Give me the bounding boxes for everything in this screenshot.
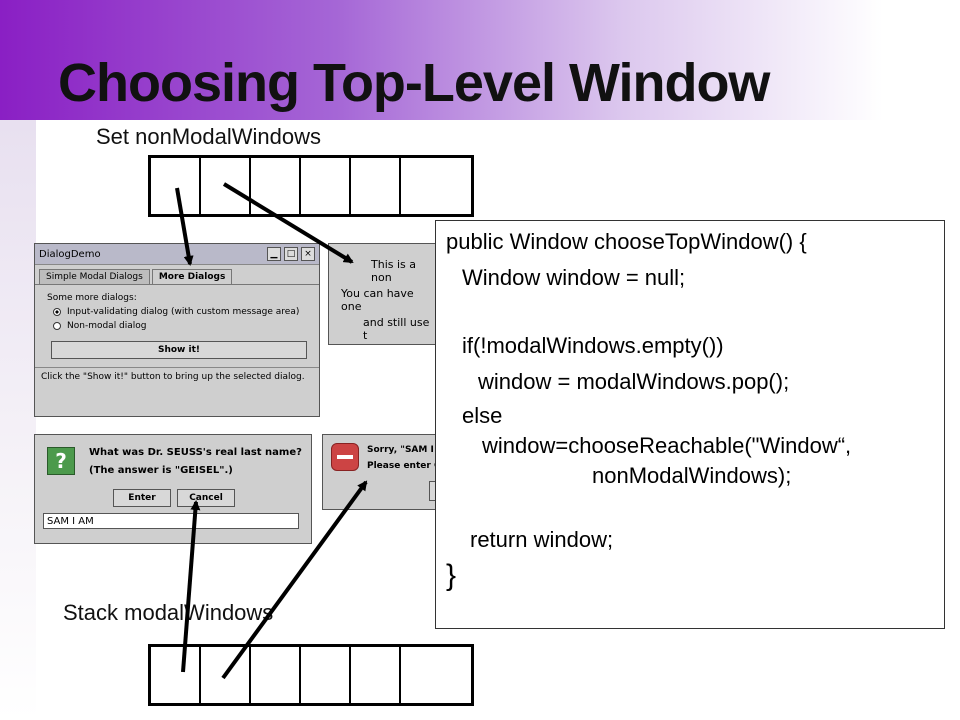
set-cell <box>201 158 251 214</box>
code-line: nonModalWindows); <box>592 463 792 488</box>
slide-title: Choosing Top-Level Window <box>58 53 770 113</box>
set-label: Set nonModalWindows <box>96 124 322 149</box>
stack-label: Stack modalWindows <box>63 600 274 625</box>
left-band <box>0 120 36 720</box>
maximize-icon[interactable]: □ <box>284 247 298 261</box>
set-cell <box>251 158 301 214</box>
set-cell <box>151 158 201 214</box>
show-it-button[interactable]: Show it! <box>51 341 307 359</box>
minimize-icon[interactable]: ▁ <box>267 247 281 261</box>
question-icon: ? <box>47 447 75 475</box>
tab-simple-modal-dialogs[interactable]: Simple Modal Dialogs <box>39 269 150 284</box>
sorry-line2: Please enter G <box>367 461 440 471</box>
stack-cell <box>301 647 351 703</box>
seuss-dialog: ? What was Dr. SEUSS's real last name? (… <box>34 434 312 544</box>
set-cell <box>351 158 401 214</box>
code-line: window = modalWindows.pop(); <box>478 369 790 394</box>
close-icon[interactable]: × <box>301 247 315 261</box>
tab-more-dialogs[interactable]: More Dialogs <box>151 269 233 284</box>
nonmodal-line: You can have one <box>341 287 414 313</box>
radio-icon[interactable] <box>53 322 61 330</box>
arrow-set-to-dialogdemo <box>175 187 194 266</box>
stack-modal-windows <box>148 644 474 706</box>
stack-cell <box>351 647 401 703</box>
code-line: else <box>462 403 503 428</box>
sorry-line1: Sorry, "SAM I A <box>367 445 440 455</box>
option-input-validating[interactable]: Input-validating dialog (with custom mes… <box>53 307 301 317</box>
dialog-demo-panel: Some more dialogs: Input-validating dial… <box>35 284 319 367</box>
option-label: Input-validating dialog (with custom mes… <box>67 307 300 317</box>
code-line: window=chooseReachable("Window“, <box>482 433 852 458</box>
set-nonmodal-windows <box>148 155 474 217</box>
stack-cell <box>201 647 251 703</box>
stack-cell <box>251 647 301 703</box>
dialog-status: Click the "Show it!" button to bring up … <box>35 367 319 386</box>
code-line: Window window = null; <box>462 265 686 290</box>
answer-input[interactable]: SAM I AM <box>43 513 299 529</box>
enter-button[interactable]: Enter <box>113 489 171 507</box>
arrow-stack-to-sorry <box>221 480 368 680</box>
dialog-demo-title: DialogDemo <box>39 248 101 260</box>
sorry-dialog: Sorry, "SAM I A Please enter G <box>322 434 440 510</box>
dialog-demo-window: DialogDemo ▁ □ × Simple Modal Dialogs Mo… <box>34 243 320 417</box>
seuss-question: What was Dr. SEUSS's real last name? <box>89 447 302 458</box>
code-line: if(!modalWindows.empty()) <box>462 333 724 358</box>
arrow-stack-to-seuss <box>181 500 201 673</box>
code-line: } <box>446 559 457 592</box>
stack-cell <box>151 647 201 703</box>
set-cell <box>301 158 351 214</box>
dialog-demo-tabs: Simple Modal Dialogs More Dialogs <box>35 265 319 284</box>
option-non-modal[interactable]: Non-modal dialog <box>53 321 301 331</box>
code-box: public Window chooseTopWindow() { Window… <box>435 220 945 629</box>
dialog-demo-titlebar: DialogDemo ▁ □ × <box>35 244 319 265</box>
option-label: Non-modal dialog <box>67 321 147 331</box>
arrow-set-to-nonmodal <box>222 182 354 264</box>
dialog-heading: Some more dialogs: <box>47 293 137 303</box>
code-line: public Window chooseTopWindow() { <box>446 229 807 254</box>
radio-selected-icon[interactable] <box>53 308 61 316</box>
sorry-ok-button[interactable] <box>429 481 439 501</box>
nonmodal-line: and still use t <box>363 316 430 342</box>
nonmodal-line: This is a non <box>371 258 416 284</box>
stop-icon <box>331 443 359 471</box>
seuss-hint: (The answer is "GEISEL".) <box>89 465 233 476</box>
code-line: return window; <box>470 527 614 552</box>
title-band <box>0 0 960 120</box>
